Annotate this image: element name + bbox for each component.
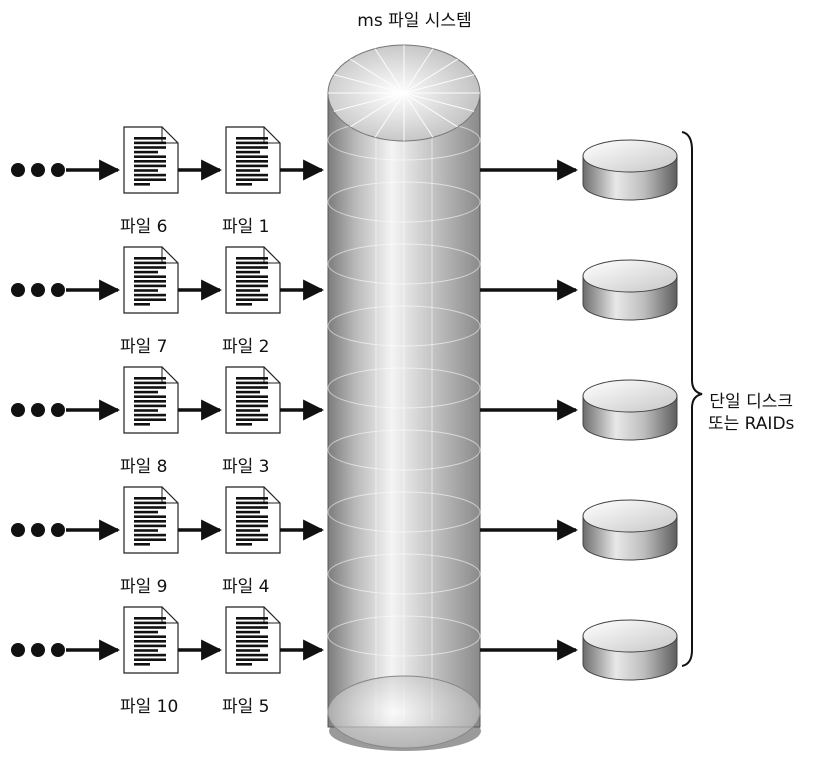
document-icon (225, 366, 281, 434)
file-label: 파일 1 (222, 217, 270, 237)
disk-group-label-line1: 단일 디스크 (709, 392, 793, 412)
document-icon (123, 606, 179, 674)
ellipsis-dot (51, 523, 65, 537)
disk-group-brace (681, 131, 703, 667)
document-icon (123, 126, 179, 194)
file-label: 파일 7 (120, 337, 168, 357)
file-label: 파일 3 (222, 457, 270, 477)
ellipsis-dot (31, 283, 45, 297)
file-label: 파일 2 (222, 337, 270, 357)
ellipsis-dot (51, 283, 65, 297)
disk-group-label: 단일 디스크 또는 RAIDs (708, 391, 794, 435)
ellipsis-dot (51, 163, 65, 177)
row-5 (11, 606, 678, 681)
row-2 (11, 246, 678, 321)
document-icon (225, 486, 281, 554)
disk-icon (582, 139, 678, 201)
document-icon (123, 486, 179, 554)
ellipsis-dot (31, 163, 45, 177)
document-icon (225, 126, 281, 194)
file-label: 파일 8 (120, 457, 168, 477)
ellipsis-dot (11, 283, 25, 297)
ellipsis-dot (31, 403, 45, 417)
file-label: 파일 6 (120, 217, 168, 237)
row-4 (11, 486, 678, 561)
document-icon (225, 246, 281, 314)
document-icon (123, 246, 179, 314)
disk-icon (582, 499, 678, 561)
file-label: 파일 10 (120, 697, 179, 717)
disk-icon (582, 619, 678, 681)
ellipsis-dot (11, 523, 25, 537)
disk-icon (582, 259, 678, 321)
disk-group-label-line2: 또는 RAIDs (708, 414, 795, 434)
file-label: 파일 9 (120, 577, 168, 597)
file-label: 파일 4 (222, 577, 270, 597)
ellipsis-dot (31, 523, 45, 537)
file-label: 파일 5 (222, 697, 270, 717)
ellipsis-dot (11, 163, 25, 177)
ellipsis-dot (11, 403, 25, 417)
row-1 (11, 126, 678, 201)
document-icon (225, 606, 281, 674)
diagram-title: ms 파일 시스템 (357, 11, 472, 31)
row-3 (11, 366, 678, 441)
file-system-cylinder (327, 44, 481, 751)
ellipsis-dot (31, 643, 45, 657)
ellipsis-dot (51, 643, 65, 657)
disk-icon (582, 379, 678, 441)
ellipsis-dot (11, 643, 25, 657)
document-icon (123, 366, 179, 434)
ellipsis-dot (51, 403, 65, 417)
